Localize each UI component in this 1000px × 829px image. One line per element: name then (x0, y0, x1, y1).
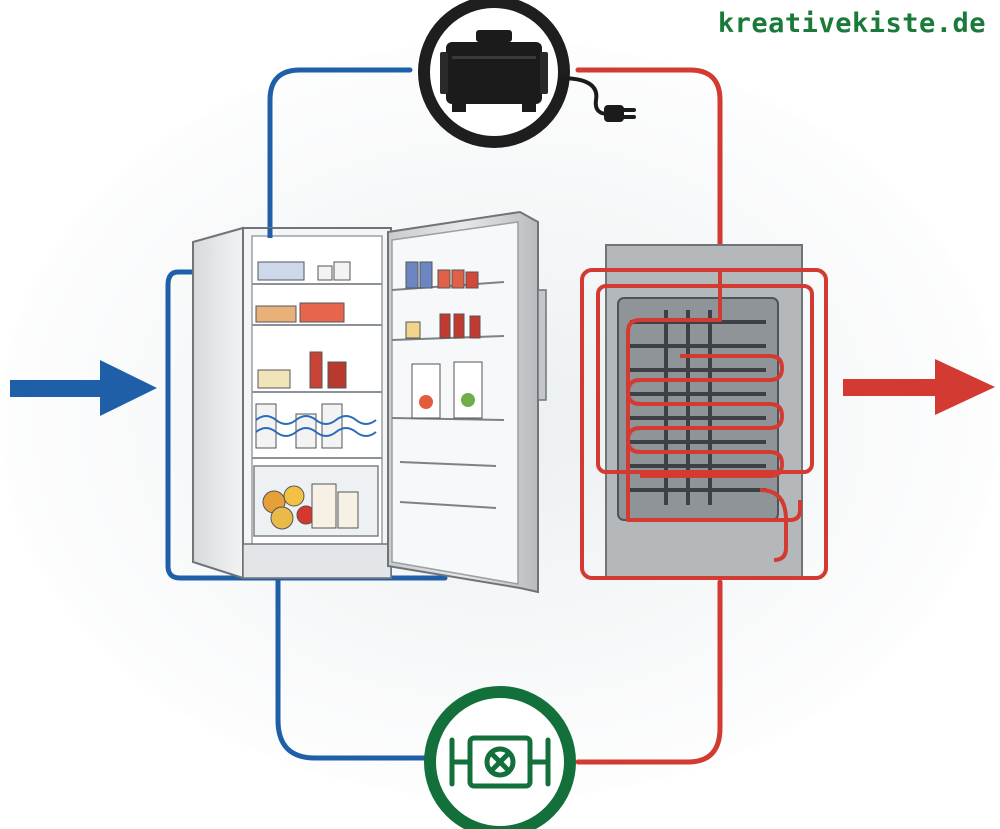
door-bottles (405, 261, 483, 419)
inflow-arrow-blue (10, 360, 157, 416)
condenser-coil-panel (580, 244, 828, 580)
fridge-food-items (253, 261, 379, 537)
expansion-valve-icon (424, 686, 576, 829)
outflow-arrow-red (843, 359, 995, 415)
hot-refrigerant-line (575, 67, 723, 765)
watermark-text: kreativekiste.de (717, 8, 986, 39)
refrigerator-open (192, 210, 547, 594)
cold-refrigerant-line (165, 67, 448, 761)
compressor-icon (418, 0, 570, 148)
power-cord-icon (558, 76, 636, 122)
